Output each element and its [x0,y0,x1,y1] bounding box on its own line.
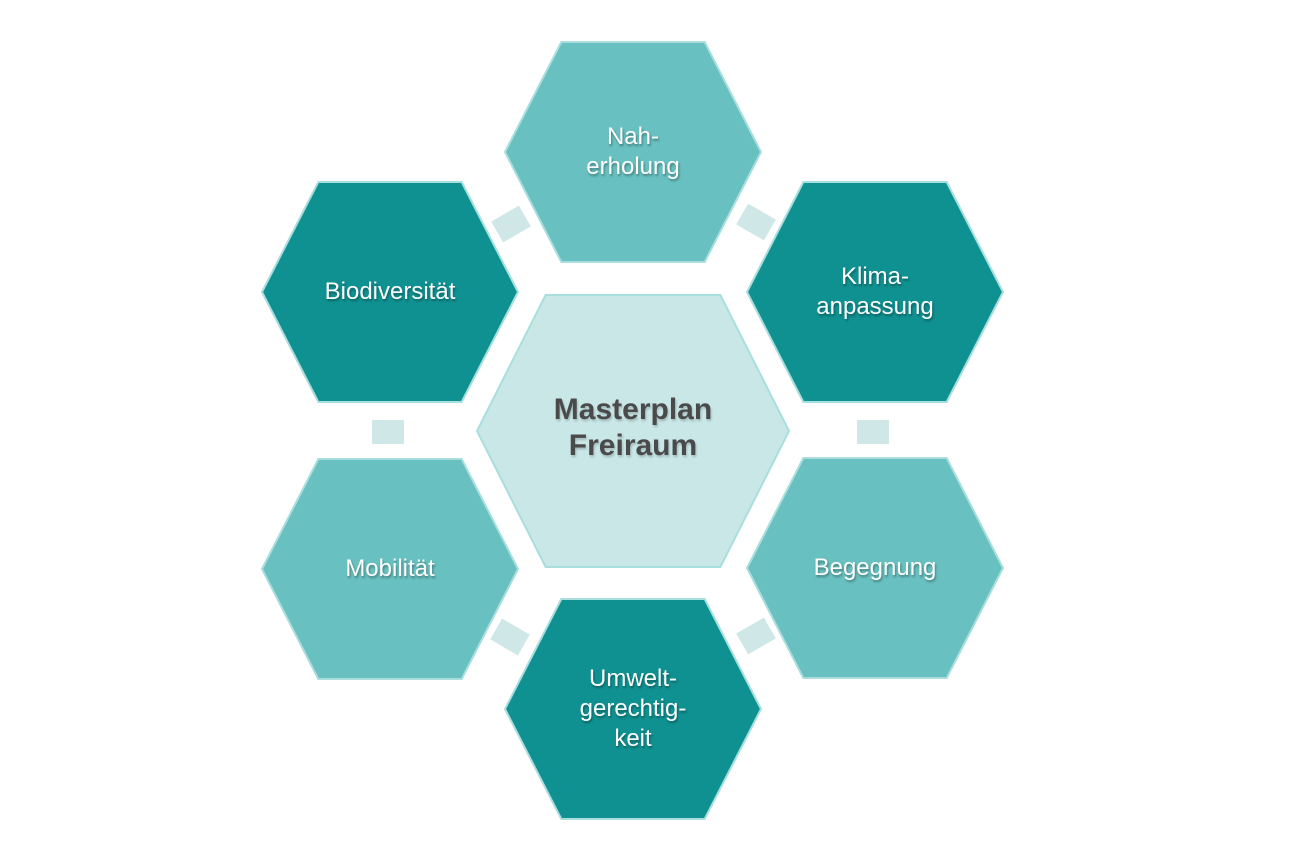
connector-5 [372,420,404,444]
label-umweltgerechtigkeit-line: Umwelt- [588,665,677,692]
hexagon-umweltgerechtigkeit [503,598,763,820]
label-klimaanpassung: Klima-anpassung [816,262,933,322]
label-mobilitaet: Mobilität [345,554,434,584]
hexagon-klimaanpassung [745,181,1005,403]
center-label-line: Masterplan [553,393,713,426]
label-umweltgerechtigkeit-line: keit [614,725,652,752]
label-naherholung-line: Nah- [606,123,660,150]
connector-1 [736,203,776,241]
label-begegnung: Begegnung [814,553,937,583]
label-klimaanpassung-line: Klima- [840,263,909,290]
connector-0 [491,205,531,243]
hexagon-begegnung [745,457,1005,679]
hexagon-mobilitaet [260,458,520,680]
center-label-line: Freiraum [568,429,698,462]
label-umweltgerechtigkeit: Umwelt-gerechtig-keit [580,664,687,754]
label-mobilitaet-line: Mobilität [345,555,435,582]
label-biodiversitaet: Biodiversität [325,277,456,307]
connector-3 [736,617,776,655]
hexagon-biodiversitaet [260,181,520,403]
label-begegnung-line: Begegnung [813,554,937,581]
label-umweltgerechtigkeit-line: gerechtig- [579,695,687,722]
label-biodiversitaet-line: Biodiversität [324,278,456,305]
connector-2 [857,420,889,444]
hexagon-naherholung [503,41,763,263]
label-naherholung: Nah-erholung [586,122,679,182]
label-klimaanpassung-line: anpassung [816,293,934,320]
connector-4 [490,618,530,656]
center-hexagon [475,294,791,568]
label-naherholung-line: erholung [586,153,680,180]
